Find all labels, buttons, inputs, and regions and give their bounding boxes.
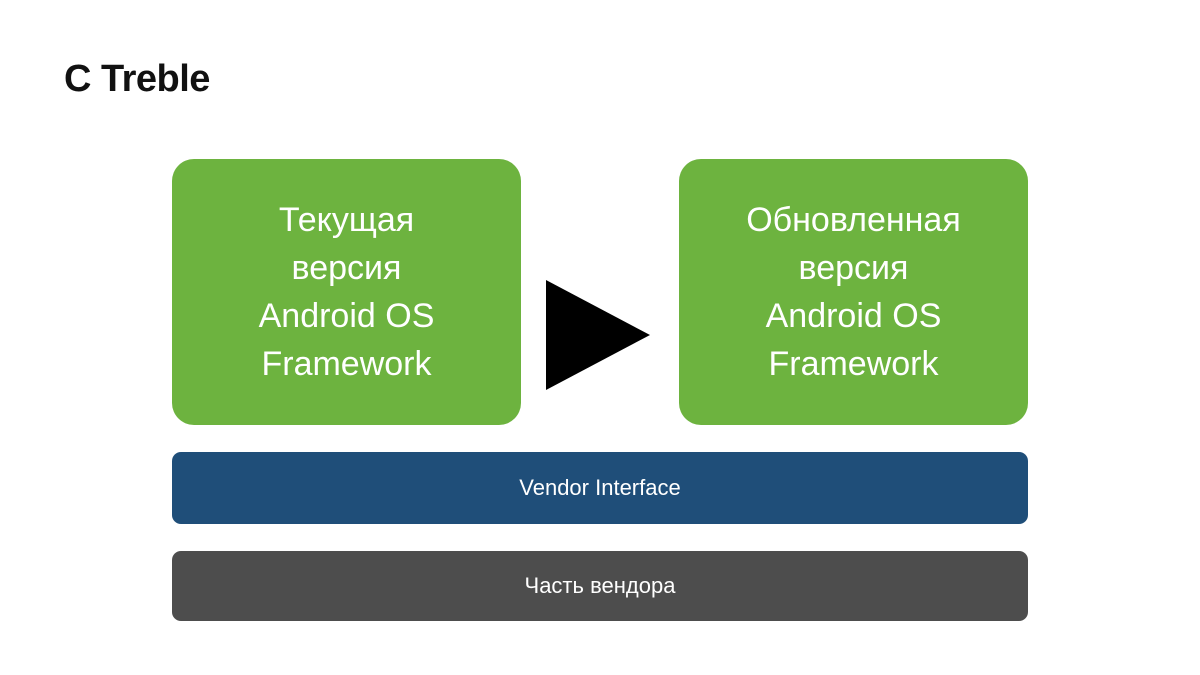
updated-os-line-4: Framework — [768, 345, 939, 383]
current-os-line-2: версия — [291, 249, 402, 287]
current-os-line-4: Framework — [261, 345, 432, 383]
page-title: C Treble — [64, 58, 210, 100]
updated-os-line-1: Обновленная — [746, 201, 961, 239]
vendor-interface-bar: Vendor Interface — [172, 452, 1028, 524]
current-os-framework-box: Текущая версия Android OS Framework — [172, 159, 521, 425]
updated-os-framework-box: Обновленная версия Android OS Framework — [679, 159, 1028, 425]
updated-os-line-2: версия — [798, 249, 909, 287]
current-os-line-3: Android OS — [258, 297, 435, 335]
vendor-part-bar: Часть вендора — [172, 551, 1028, 621]
current-os-line-1: Текущая — [278, 201, 415, 239]
updated-os-line-3: Android OS — [765, 297, 942, 335]
vendor-part-label: Часть вендора — [524, 573, 676, 598]
right-triangle-arrow-icon — [546, 280, 650, 390]
vendor-interface-label: Vendor Interface — [519, 475, 681, 500]
